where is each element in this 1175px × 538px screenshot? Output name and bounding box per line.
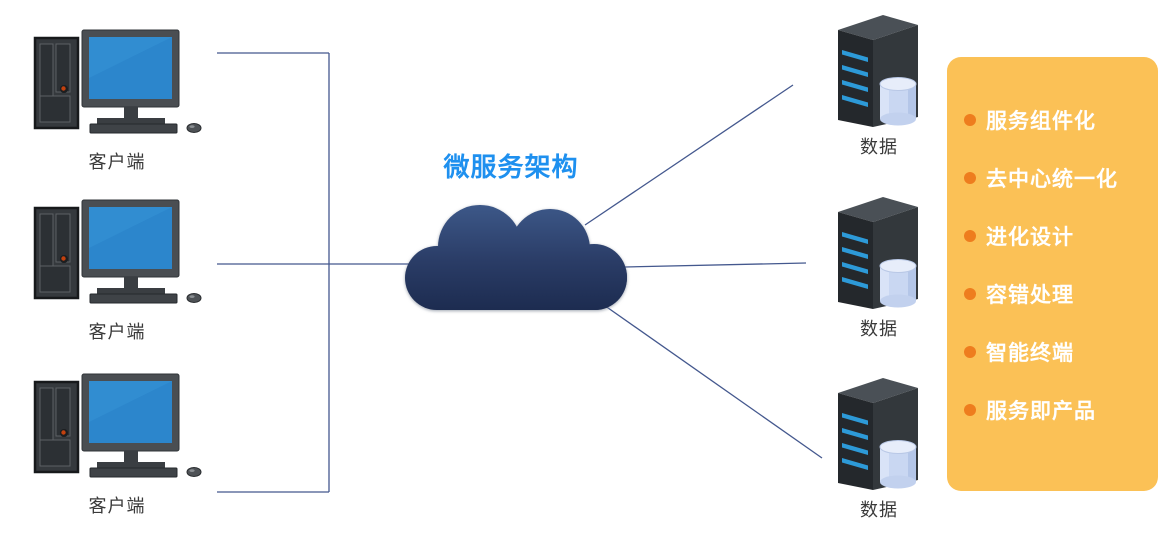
server-node-3: 数据	[832, 375, 926, 522]
server-database-icon	[838, 15, 918, 127]
diagram-title: 微服务架构	[443, 152, 579, 182]
client-label: 客户端	[88, 496, 146, 516]
connector-lines	[217, 52, 823, 493]
feature-item: 服务组件化	[964, 109, 1152, 133]
feature-label: 容错处理	[986, 284, 1074, 307]
feature-item: 智能终端	[964, 341, 1152, 365]
feature-label: 服务即产品	[986, 400, 1096, 423]
server-database-icon	[838, 378, 918, 490]
server-label: 数据	[860, 500, 898, 520]
cloud-icon	[405, 205, 627, 310]
server-node-2: 数据	[832, 194, 926, 341]
feature-label: 智能终端	[986, 342, 1074, 365]
feature-label: 去中心统一化	[986, 168, 1118, 191]
desktop-computer-icon	[33, 373, 201, 478]
desktop-computer-icon	[33, 199, 201, 304]
server-label: 数据	[860, 137, 898, 157]
feature-item: 去中心统一化	[964, 167, 1152, 191]
feature-item: 进化设计	[964, 225, 1152, 249]
client-node-3: 客户端	[22, 372, 212, 518]
bullet-dot-icon	[964, 230, 976, 242]
bullet-dot-icon	[964, 172, 976, 184]
client-node-2: 客户端	[22, 198, 212, 344]
bullet-dot-icon	[964, 404, 976, 416]
client-label: 客户端	[88, 152, 146, 172]
client-node-1: 客户端	[22, 28, 212, 174]
server-database-icon	[838, 197, 918, 309]
features-panel: 服务组件化 去中心统一化 进化设计 容错处理 智能终端 服务即产品	[947, 57, 1158, 491]
connector-cloud-server2	[624, 262, 807, 268]
server-node-1: 数据	[832, 12, 926, 159]
connector-cloud-server3	[600, 302, 823, 459]
feature-item: 容错处理	[964, 283, 1152, 307]
desktop-computer-icon	[33, 29, 201, 134]
feature-label: 服务组件化	[986, 110, 1096, 133]
bullet-dot-icon	[964, 114, 976, 126]
feature-item: 服务即产品	[964, 399, 1152, 423]
bullet-dot-icon	[964, 346, 976, 358]
client-label: 客户端	[88, 322, 146, 342]
feature-label: 进化设计	[986, 226, 1074, 249]
bullet-dot-icon	[964, 288, 976, 300]
connector-cloud-server1	[584, 84, 794, 226]
server-label: 数据	[860, 319, 898, 339]
